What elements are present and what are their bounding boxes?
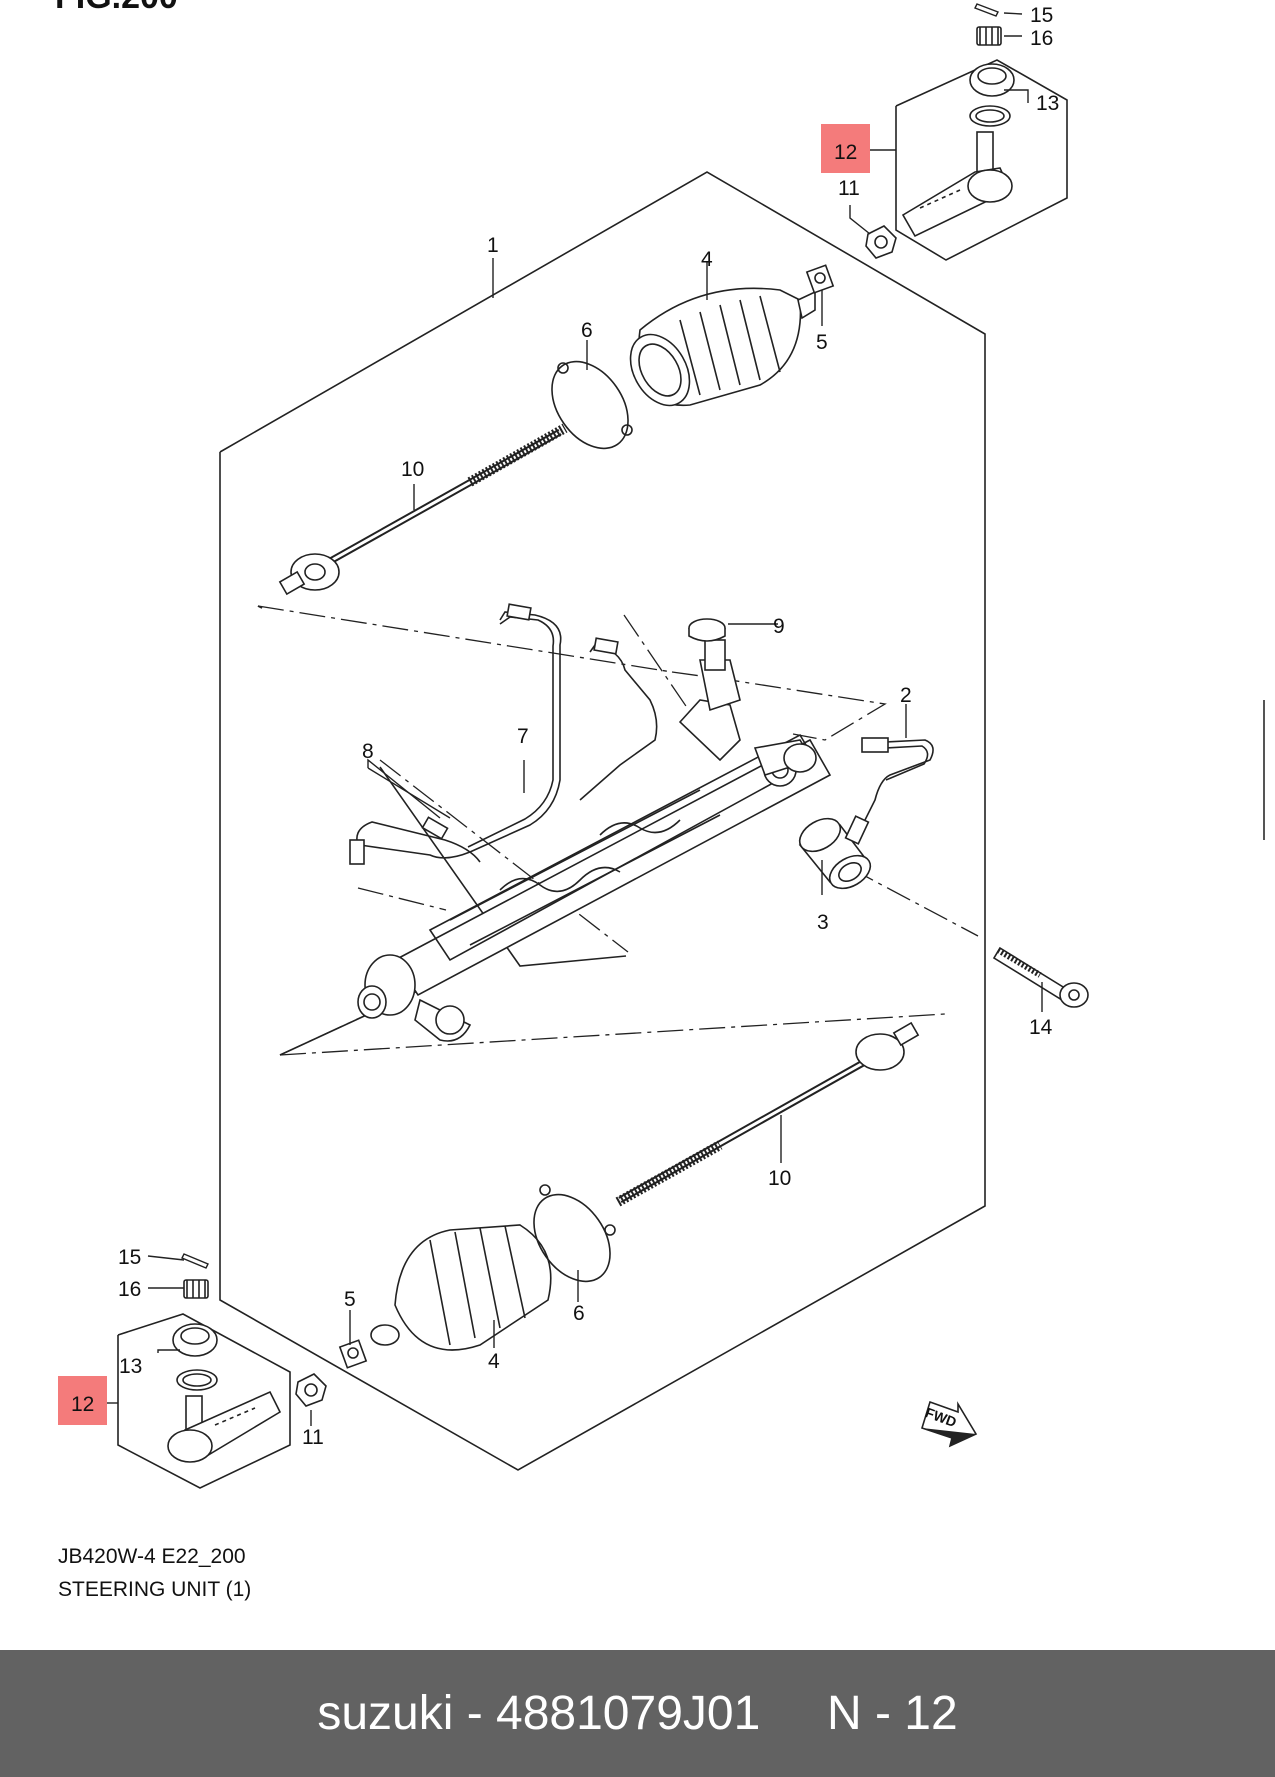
callout-9: 9	[773, 615, 785, 638]
figure-title: STEERING UNIT (1)	[58, 1578, 252, 1601]
pressure-pipe	[359, 603, 658, 859]
cotter-pin-top	[974, 3, 999, 17]
callout-2: 2	[900, 684, 912, 707]
callout-15-top: 15	[1030, 4, 1053, 27]
clamp-top	[551, 360, 633, 450]
pipe-arrow-left	[379, 766, 627, 967]
clip-top	[805, 264, 835, 294]
callout-8: 8	[362, 740, 374, 763]
gear-housing	[357, 639, 832, 1042]
steering-unit-diagram: FIG.200	[55, 0, 1089, 1489]
tie-rod-end-top	[901, 63, 1015, 238]
callout-4-bottom: 4	[488, 1350, 500, 1373]
nut-top	[865, 225, 897, 259]
nut-bottom	[295, 1373, 327, 1407]
leader-lines	[104, 12, 1043, 1426]
tie-rod-end-bottom	[167, 1323, 282, 1463]
callout-12-bottom: 12	[71, 1393, 94, 1416]
callout-14: 14	[1029, 1016, 1053, 1039]
mount-bushing	[798, 817, 872, 890]
castle-nut-top	[976, 26, 1002, 46]
callout-10-bottom: 10	[768, 1167, 791, 1190]
figure-label: FIG.200	[55, 0, 178, 16]
callout-13-top: 13	[1036, 92, 1059, 115]
callout-7: 7	[517, 725, 529, 748]
callout-4-top: 4	[701, 248, 713, 271]
mount-bolt	[992, 946, 1089, 1008]
cotter-pin-bottom	[181, 1253, 209, 1269]
callout-1: 1	[487, 234, 499, 257]
callout-15-bottom: 15	[118, 1246, 141, 1269]
callout-11-bottom: 11	[302, 1426, 324, 1449]
callout-5-bottom: 5	[344, 1288, 356, 1311]
callout-10-top: 10	[401, 458, 424, 481]
callout-16-top: 16	[1030, 27, 1053, 50]
highlight-box-bottom	[58, 1376, 107, 1425]
tie-rod-end-box-bottom	[117, 1313, 291, 1489]
clamp-bottom	[533, 1184, 616, 1283]
figure-code: JB420W-4 E22_200	[58, 1545, 246, 1568]
callout-5-top: 5	[816, 331, 828, 354]
callout-16-bottom: 16	[118, 1278, 141, 1301]
page-edge-marker	[1263, 700, 1275, 840]
callout-6-bottom: 6	[573, 1302, 585, 1325]
fwd-arrow-icon: FWD	[921, 1400, 978, 1448]
clip-bottom	[338, 1339, 368, 1369]
tie-rod-end-box-top	[895, 59, 1068, 261]
frame-vertex-top-left	[257, 605, 263, 609]
part-number-text: suzuki - 4881079J01 N - 12	[317, 1687, 958, 1740]
part-number-banner: suzuki - 4881079J01 N - 12	[0, 1650, 1275, 1777]
highlight-box-top	[821, 124, 870, 173]
tie-rod-bottom	[615, 1021, 920, 1207]
boot-bottom	[370, 1224, 552, 1351]
return-pipe	[349, 816, 481, 865]
callout-13-bottom: 13	[119, 1355, 142, 1378]
callout-3: 3	[817, 911, 829, 934]
callout-11-top: 11	[838, 177, 860, 200]
callout-6-top: 6	[581, 319, 593, 342]
castle-nut-bottom	[183, 1279, 209, 1299]
tie-rod-top	[278, 423, 568, 596]
callout-12-top: 12	[834, 141, 857, 164]
boot-top	[629, 287, 816, 407]
dust-cap	[688, 618, 726, 642]
assembly-frame	[219, 171, 986, 1471]
feed-pipe	[844, 737, 934, 845]
